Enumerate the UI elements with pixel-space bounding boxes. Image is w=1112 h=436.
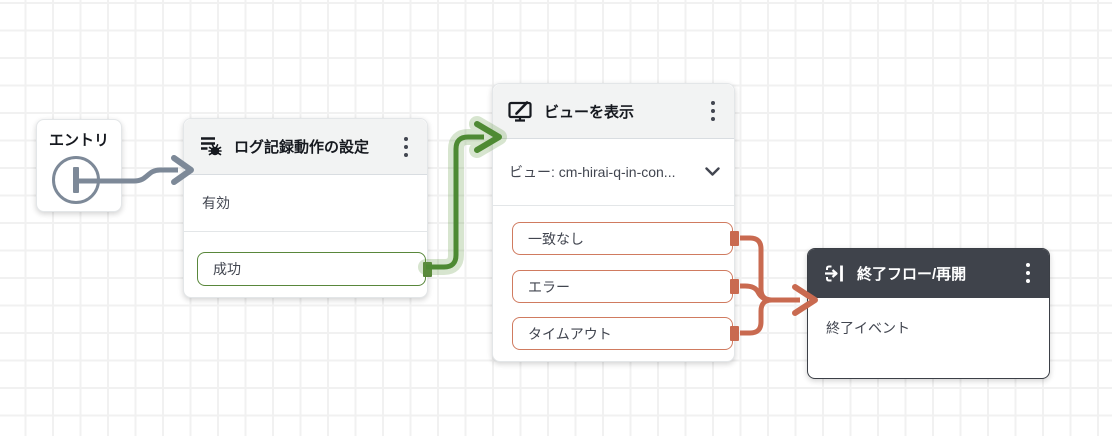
- show-view-icon: [507, 99, 534, 124]
- entry-node-label: エントリ: [48, 132, 109, 149]
- no-match-connector-tab[interactable]: [730, 231, 739, 246]
- error-connector-tab[interactable]: [730, 279, 739, 294]
- show-view-title: ビューを表示: [544, 103, 635, 121]
- logging-enabled-row: 有効: [184, 175, 427, 232]
- end-event-row: 終了イベント: [826, 320, 910, 336]
- logging-node-menu-button[interactable]: [397, 134, 415, 160]
- view-timeout-output-port[interactable]: タイムアウト: [512, 317, 739, 350]
- logging-success-output-port[interactable]: 成功: [197, 252, 432, 286]
- chevron-down-icon: [705, 167, 720, 177]
- end-flow-resume-title: 終了フロー/再開: [857, 265, 967, 283]
- logging-success-connector-tab[interactable]: [423, 261, 432, 277]
- wire-view-to-end: [740, 235, 818, 336]
- set-logging-behavior-node[interactable]: ログ記録動作の設定 有効 成功: [183, 118, 432, 298]
- view-node-menu-button[interactable]: [704, 98, 722, 124]
- view-error-output-port[interactable]: エラー: [512, 270, 739, 303]
- wire-success-to-view: [418, 116, 507, 275]
- end-flow-icon: [822, 261, 847, 286]
- show-view-node[interactable]: ビューを表示 ビュー: cm-hirai-q-in-con... 一致なし エラ…: [492, 83, 739, 362]
- end-flow-resume-node[interactable]: 終了フロー/再開 終了イベント: [807, 248, 1050, 379]
- entry-node[interactable]: エントリ: [36, 119, 122, 212]
- end-flow-resume-header[interactable]: 終了フロー/再開: [808, 249, 1049, 298]
- end-node-menu-button[interactable]: [1019, 260, 1037, 286]
- show-view-header[interactable]: ビューを表示: [493, 84, 734, 139]
- timeout-connector-tab[interactable]: [730, 326, 739, 341]
- view-selector-dropdown[interactable]: ビュー: cm-hirai-q-in-con...: [493, 139, 734, 206]
- entry-start-port[interactable]: [73, 167, 79, 193]
- set-logging-behavior-header[interactable]: ログ記録動作の設定: [184, 119, 427, 175]
- view-no-match-output-port[interactable]: 一致なし: [512, 222, 739, 255]
- view-selector-value: ビュー: cm-hirai-q-in-con...: [509, 164, 676, 180]
- set-logging-behavior-title: ログ記録動作の設定: [234, 139, 370, 156]
- logging-debug-icon: [198, 134, 224, 159]
- entry-start-icon: [52, 156, 100, 204]
